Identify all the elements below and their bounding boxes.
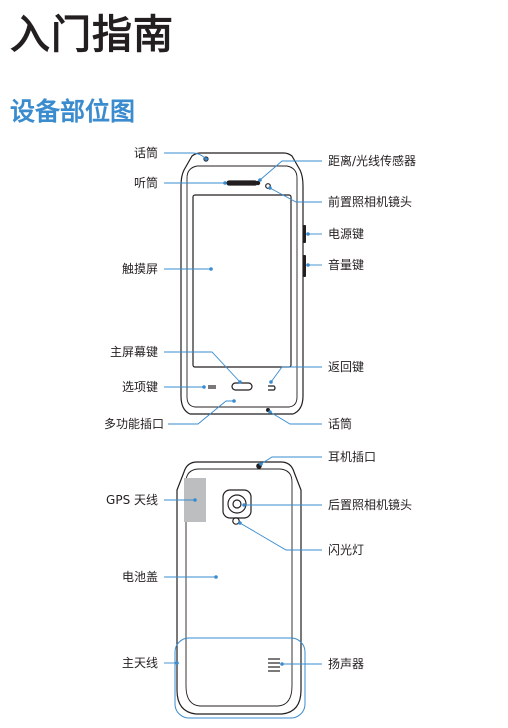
label-touchscreen: 触摸屏: [121, 262, 158, 276]
label-mic-top: 话筒: [133, 146, 158, 160]
main-antenna-area: [174, 637, 306, 719]
label-main-antenna: 主天线: [121, 656, 158, 670]
label-battery-cover: 电池盖: [121, 570, 158, 584]
label-earpiece: 听筒: [133, 176, 158, 190]
label-front-camera: 前置照相机镜头: [328, 195, 413, 209]
label-home-key: 主屏幕键: [109, 345, 158, 359]
label-menu-key: 选项键: [121, 380, 158, 394]
label-back-key: 返回键: [328, 360, 365, 374]
label-volume-key: 音量键: [328, 258, 365, 272]
label-multipurpose-jack: 多功能插口: [103, 417, 164, 431]
label-headset-jack: 耳机插口: [328, 450, 377, 464]
section-title: 设备部位图: [10, 97, 136, 126]
label-flash: 闪光灯: [328, 543, 365, 557]
page-title: 入门指南: [10, 12, 174, 58]
label-speaker: 扬声器: [328, 657, 365, 671]
back-device: [176, 461, 302, 715]
label-proximity-sensor: 距离/光线传感器: [328, 154, 417, 168]
label-mic-bottom: 话筒: [328, 417, 353, 431]
label-power-key: 电源键: [328, 227, 365, 241]
front-device: [180, 152, 306, 415]
label-rear-camera: 后置照相机镜头: [328, 498, 413, 512]
label-gps-antenna: GPS 天线: [106, 493, 158, 507]
